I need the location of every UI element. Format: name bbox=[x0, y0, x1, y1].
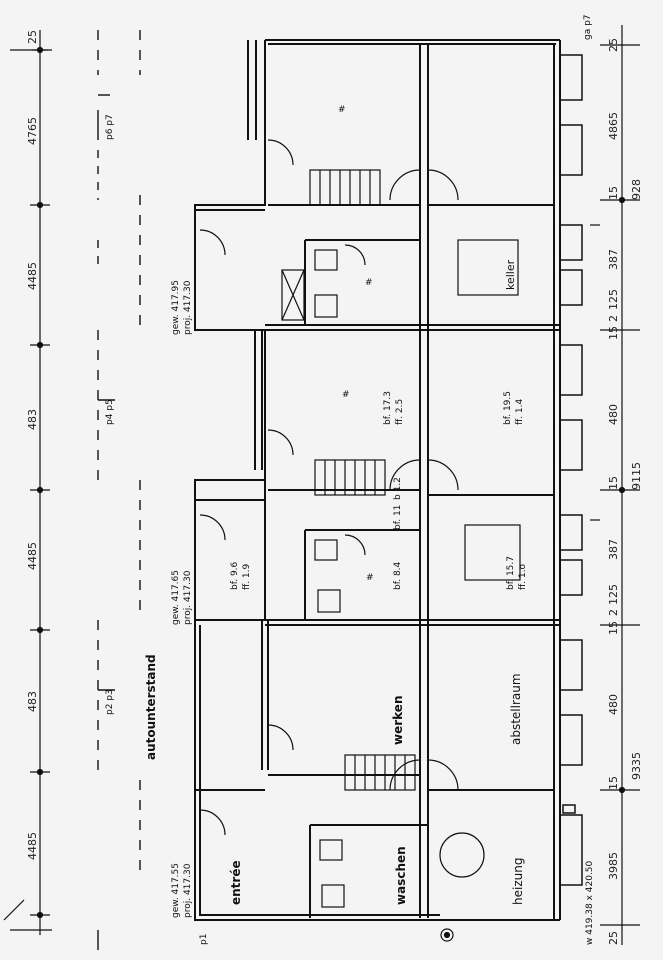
dim-b-12: 125 bbox=[607, 584, 620, 605]
dim-b-14: 15 bbox=[607, 621, 620, 635]
dim-top-6: 4485 bbox=[26, 832, 39, 860]
room-entree: entrée bbox=[229, 860, 243, 905]
dim-top-5: 483 bbox=[26, 691, 39, 712]
hash-1: # bbox=[338, 105, 346, 115]
level-3-proj: proj. 417.30 bbox=[183, 863, 193, 918]
door-swings bbox=[199, 139, 459, 836]
area-bf84: bf. 8.4 bbox=[393, 561, 403, 590]
room-werken: werken bbox=[391, 696, 405, 745]
level-3-gew: gew. 417.55 bbox=[171, 863, 181, 918]
dim-top-3: 483 bbox=[26, 409, 39, 430]
area-bf157: bf. 15.7 bbox=[506, 556, 516, 590]
hash-3: # bbox=[342, 390, 350, 400]
room-waschen: waschen bbox=[394, 846, 408, 905]
room-heizung: heizung bbox=[511, 858, 525, 905]
area-ff19: ff. 1.9 bbox=[242, 563, 252, 590]
building-walls bbox=[194, 39, 561, 921]
carport-label: autounterstand bbox=[144, 654, 158, 760]
post-label-p2p3: p2 p3 bbox=[105, 689, 115, 715]
left-dimension-chain bbox=[3, 30, 52, 935]
dim-b-1: 4865 bbox=[607, 112, 620, 140]
dim-top-0: 25 bbox=[26, 30, 39, 44]
room-keller: keller bbox=[504, 259, 517, 290]
right-dimension-chain bbox=[590, 25, 640, 945]
dim-top-4: 4485 bbox=[26, 542, 39, 570]
hash-2: # bbox=[365, 278, 373, 288]
left-dimension-texts: 25 4765 4485 483 4485 483 4485 bbox=[26, 30, 39, 860]
dim-b-6: 2 bbox=[607, 315, 620, 322]
dim-b-4: 387 bbox=[607, 249, 620, 270]
level-1-proj: proj. 417.30 bbox=[183, 280, 193, 335]
right-dimension-texts: 25 4865 928 15 387 125 2 15 480 15 9115 … bbox=[607, 38, 643, 945]
storage-rects bbox=[457, 239, 521, 581]
area-bf11: bf. 11 bbox=[393, 505, 403, 530]
dim-b-7: 15 bbox=[607, 326, 620, 340]
dim-b-8: 480 bbox=[607, 404, 620, 425]
area-ff10: ff. 1.o bbox=[518, 563, 528, 590]
dim-b-3: 15 bbox=[607, 186, 620, 200]
dim-b-15: 480 bbox=[607, 694, 620, 715]
post-label-p1: p1 bbox=[199, 934, 209, 945]
dim-b-5: 125 bbox=[607, 289, 620, 310]
stair-1 bbox=[309, 169, 381, 206]
level-1-gew: gew. 417.95 bbox=[171, 280, 181, 335]
dim-top-1: 4765 bbox=[26, 117, 39, 145]
dim-b-13: 2 bbox=[607, 609, 620, 616]
dim-b-16: 15 bbox=[607, 776, 620, 790]
dim-b-18: 3985 bbox=[607, 852, 620, 880]
area-bf173: bf. 17.3 bbox=[383, 391, 393, 425]
post-label-p4p5: p4 p5 bbox=[105, 399, 115, 425]
area-bf96: bf. 9.6 bbox=[230, 561, 240, 590]
area-b12: b 1.2 bbox=[393, 477, 403, 500]
room-labels: keller werken abstellraum entrée waschen… bbox=[229, 105, 528, 905]
dim-b-0: 25 bbox=[607, 38, 620, 52]
hash-4: # bbox=[366, 573, 374, 583]
dim-b-17: 9335 bbox=[630, 752, 643, 780]
post-label-p6p7: p6 p7 bbox=[105, 114, 115, 140]
dim-b-10: 9115 bbox=[630, 462, 643, 490]
level-2-gew: gew. 417.65 bbox=[171, 570, 181, 625]
staircases bbox=[309, 169, 416, 791]
dim-b-9: 15 bbox=[607, 476, 620, 490]
corner-top-label: ga p7 bbox=[583, 14, 593, 40]
area-ff25: ff. 2.5 bbox=[395, 399, 405, 425]
stair-2 bbox=[314, 459, 386, 496]
area-bf195: bf. 19.5 bbox=[503, 391, 513, 425]
fixtures bbox=[281, 249, 485, 942]
area-ff14: ff. 1.4 bbox=[515, 398, 525, 425]
level-2-proj: proj. 417.30 bbox=[183, 570, 193, 625]
carport-posts bbox=[97, 30, 141, 950]
stair-3 bbox=[344, 754, 416, 791]
room-abstellraum: abstellraum bbox=[509, 673, 523, 745]
windows-right bbox=[559, 54, 583, 886]
dim-b-11: 387 bbox=[607, 539, 620, 560]
dim-b-2: 928 bbox=[630, 179, 643, 200]
dim-b-19: 25 bbox=[607, 931, 620, 945]
dim-top-2: 4485 bbox=[26, 262, 39, 290]
corner-bottom-label: w 419.38 x 420.50 bbox=[585, 860, 595, 945]
level-annotations: gew. 417.95 proj. 417.30 gew. 417.65 pro… bbox=[171, 280, 193, 918]
